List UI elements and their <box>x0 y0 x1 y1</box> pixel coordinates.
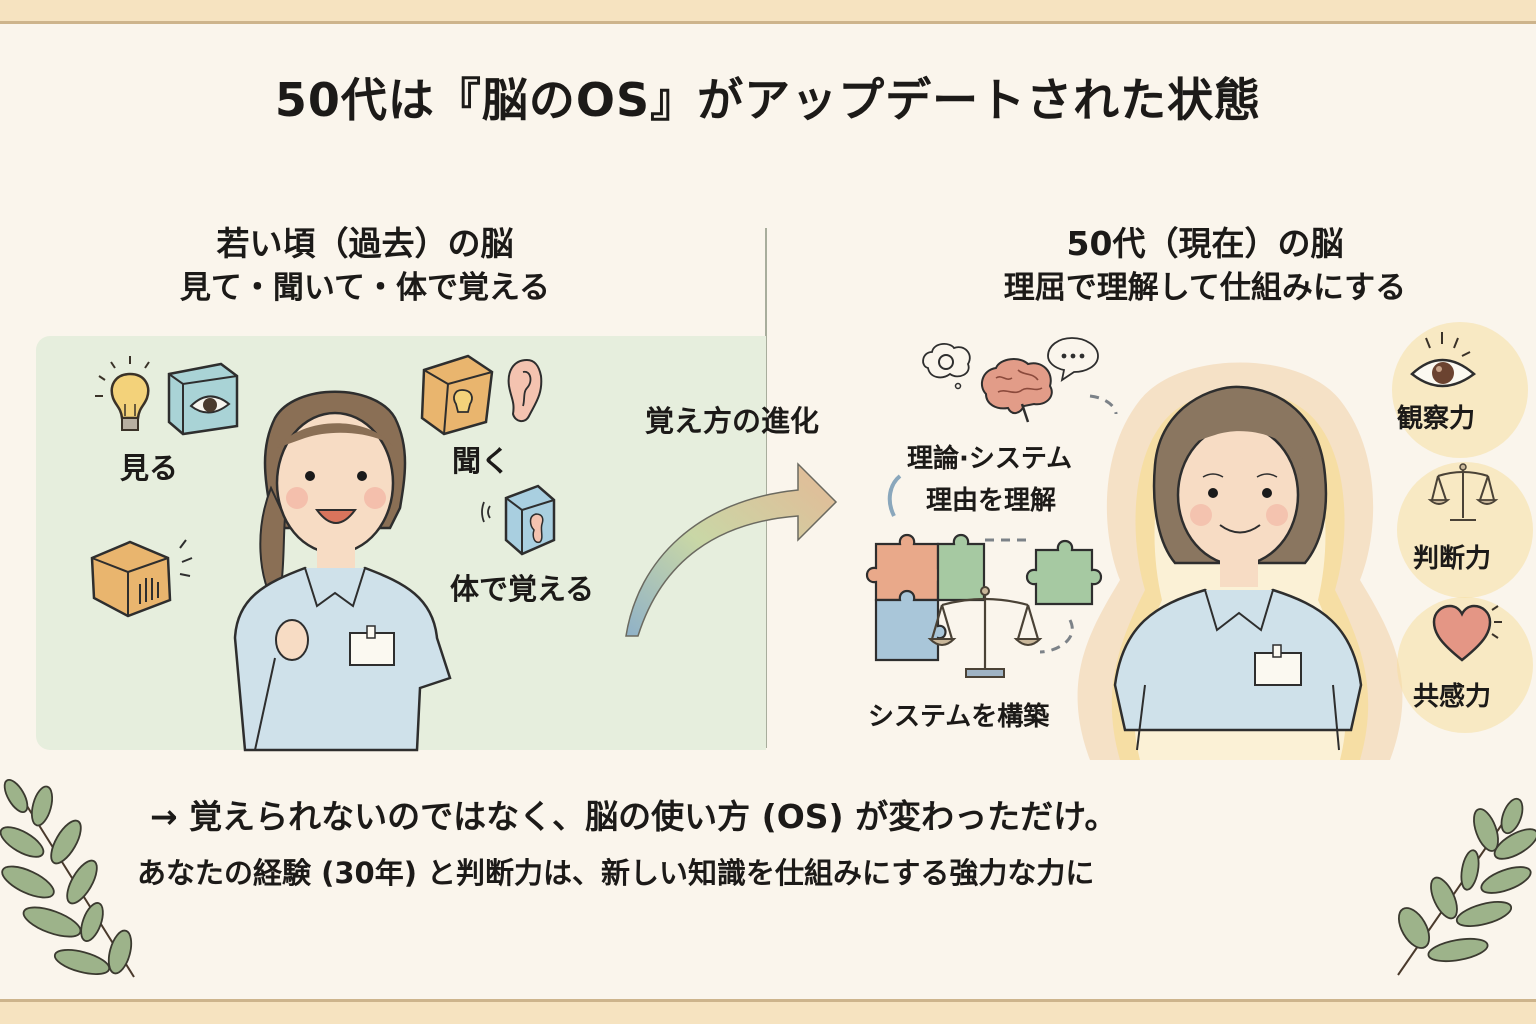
ability-label-empathy: 共感力 <box>1413 682 1492 712</box>
brain-caption-line2: 理由を理解 <box>926 486 1057 516</box>
ability-glow-circles <box>1392 322 1533 733</box>
label-see: 見る <box>120 451 179 485</box>
page-title: 50代は『脳のOS』がアップデートされた状態 <box>274 73 1262 127</box>
senior-nurse-illustration <box>1113 385 1363 751</box>
left-subheading: 見て・聞いて・体で覚える <box>179 270 551 306</box>
young-nurse-illustration <box>233 390 452 752</box>
thought-bubble-gear-icon <box>922 343 971 390</box>
right-heading: 50代（現在）の脳 <box>1066 224 1344 263</box>
system-caption: システムを構築 <box>868 702 1050 732</box>
evolution-label: 覚え方の進化 <box>645 404 820 438</box>
scale-of-justice-icon <box>927 586 1043 678</box>
center-divider <box>765 228 767 748</box>
label-hear: 聞く <box>452 444 511 478</box>
lightbulb-block-icon <box>420 354 494 436</box>
ability-label-judgment: 判断力 <box>1413 544 1492 574</box>
scale-icon <box>1427 463 1499 521</box>
encouragement-message: あなたの経験 (30年) と判断力は、新しい知識を仕組みにする強力な力に <box>137 856 1095 890</box>
leaf-sprig-right-icon <box>1397 797 1536 976</box>
foot-block-icon <box>481 484 556 556</box>
right-subheading: 理屈で理解して仕組みにする <box>1003 270 1407 306</box>
lightbulb-icon <box>95 356 150 431</box>
hand-block-icon <box>90 539 193 618</box>
brain-icon <box>980 358 1053 423</box>
top-frame-border <box>0 0 1536 24</box>
bottom-frame-border <box>0 999 1536 1024</box>
left-heading-block: 若い頃（過去）の脳 見て・聞いて・体で覚える <box>100 222 630 310</box>
ear-icon <box>507 358 543 422</box>
leaf-sprig-left-icon <box>0 779 135 978</box>
left-heading: 若い頃（過去）の脳 <box>216 224 514 263</box>
puzzle-pieces-icon <box>865 533 1103 662</box>
evolution-arrow <box>625 462 838 637</box>
eye-icon <box>1410 332 1476 388</box>
right-heading-block: 50代（現在）の脳 理屈で理解して仕組みにする <box>940 222 1470 310</box>
eye-block-icon <box>167 362 239 436</box>
label-body-learning: 体で覚える <box>450 572 595 606</box>
heart-icon <box>1432 604 1502 662</box>
speech-bubble-icon <box>1047 337 1099 382</box>
conclusion-message: → 覚えられないのではなく、脳の使い方 (OS) が変わっただけ。 <box>150 797 1118 836</box>
dashed-connector-lines <box>887 394 1118 654</box>
ability-label-observation: 観察力 <box>1397 404 1476 434</box>
brain-caption-line1: 理論·システム <box>907 444 1073 474</box>
